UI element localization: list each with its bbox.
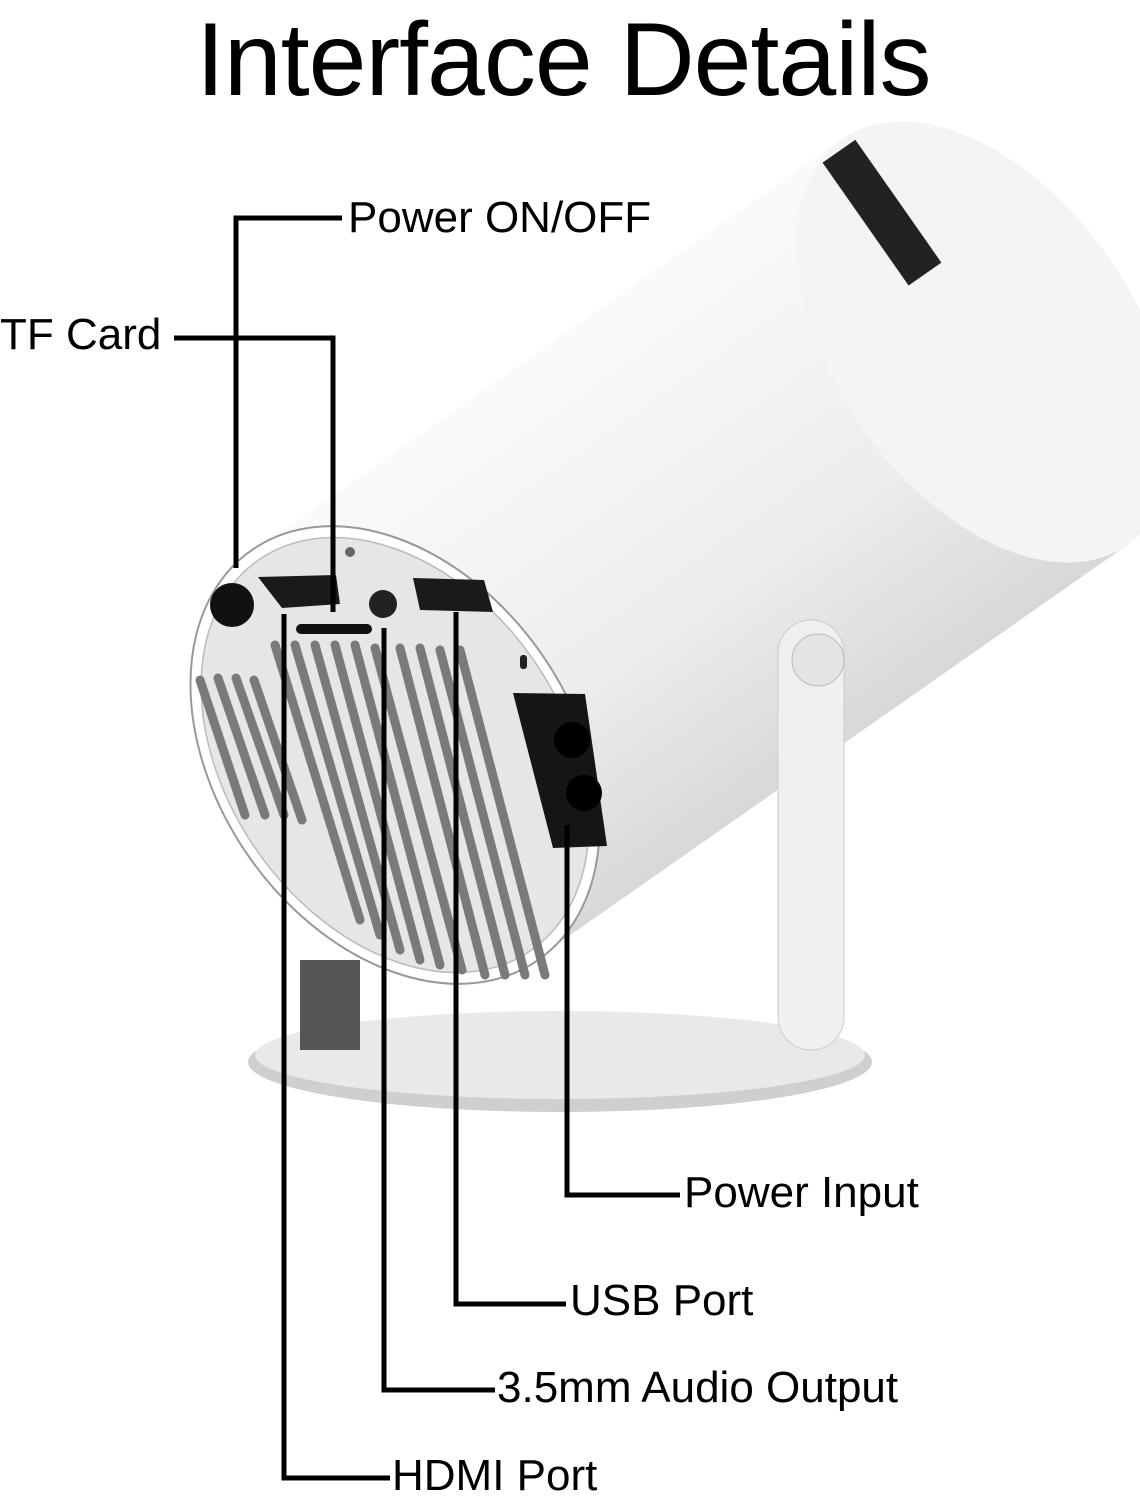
label-power-on-off: Power ON/OFF [348,193,652,242]
stand-arm [777,619,845,1051]
hdmi-port [258,575,340,608]
tf-card-slot [296,624,372,634]
audio-jack [369,590,397,618]
label-hdmi-port: HDMI Port [392,1451,598,1500]
label-audio-output: 3.5mm Audio Output [497,1363,899,1412]
label-tf-card: TF Card [0,310,162,359]
leader-hdmi [281,614,390,1481]
usb-port [413,578,493,612]
power-button [210,583,254,627]
leader-usb [453,612,566,1307]
leader-audio [381,628,495,1393]
leader-power [233,215,342,568]
leader-tf [174,335,336,612]
leader-power-input [564,825,680,1198]
page-title: Interface Details [196,2,931,118]
label-power-input: Power Input [684,1168,919,1217]
label-usb-port: USB Port [570,1276,754,1325]
leader-lines [174,215,680,1481]
power-input-socket [513,693,607,848]
